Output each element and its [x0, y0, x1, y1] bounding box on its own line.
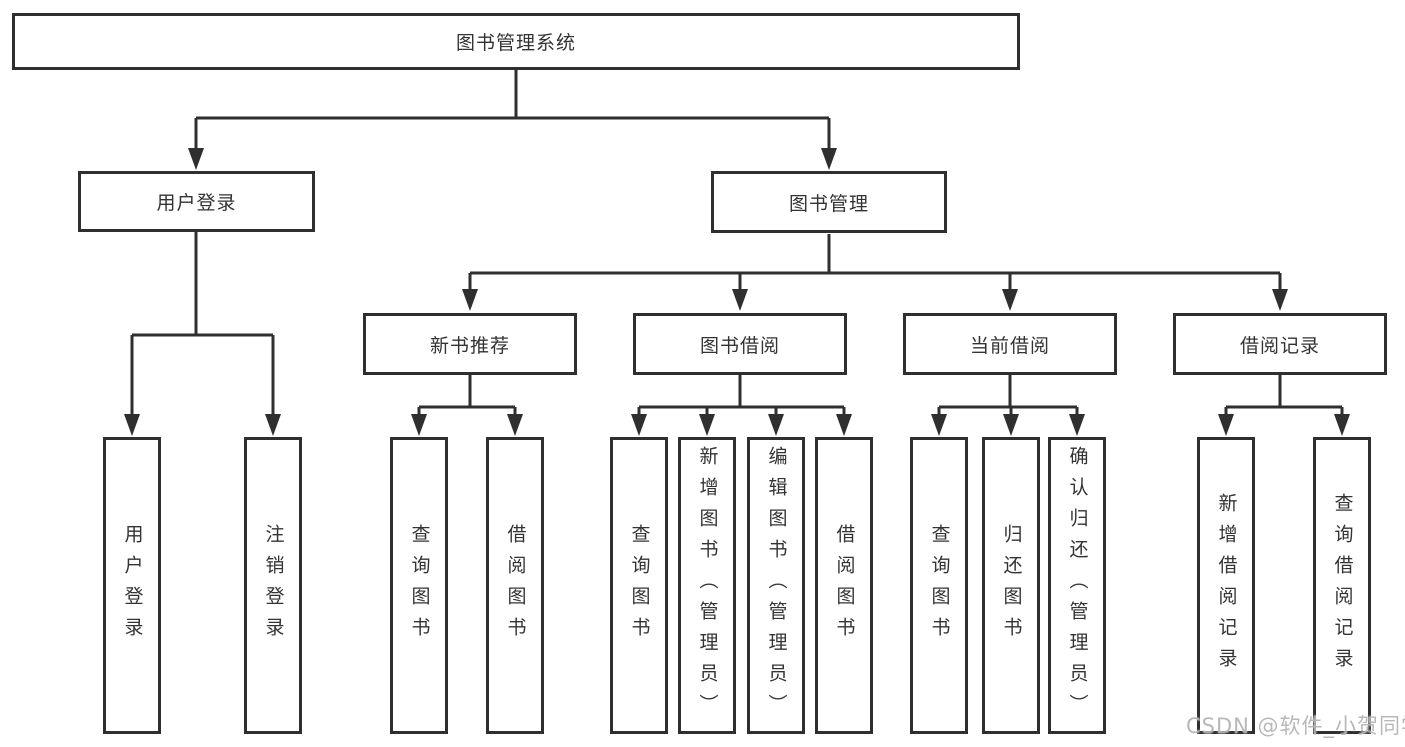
leaf-label: 确认归还（管理员） [1066, 446, 1089, 725]
leaf-newbooks-borrow-books: 借阅图书 [486, 437, 544, 734]
leaf-label: 编辑图书（管理员） [765, 446, 788, 725]
node-user-login: 用户登录 [78, 171, 315, 232]
node-borrowing-records: 借阅记录 [1173, 313, 1387, 375]
leaf-borrow-add-books-admin: 新增图书（管理员） [678, 437, 736, 734]
leaf-records-query-record: 查询借阅记录 [1313, 437, 1371, 734]
leaf-label: 新增图书（管理员） [696, 446, 719, 725]
leaf-user-login: 用户登录 [103, 437, 161, 734]
leaf-borrow-edit-books-admin: 编辑图书（管理员） [747, 437, 805, 734]
leaf-newbooks-query-books: 查询图书 [390, 437, 448, 734]
leaf-label: 注销登录 [262, 523, 285, 648]
leaf-label: 查询图书 [408, 523, 431, 648]
node-library-system: 图书管理系统 [12, 13, 1020, 70]
leaf-current-confirm-return-admin: 确认归还（管理员） [1048, 437, 1106, 734]
leaf-label: 归还图书 [1000, 523, 1023, 648]
leaf-label: 查询借阅记录 [1331, 492, 1354, 679]
leaf-records-add-record: 新增借阅记录 [1197, 437, 1255, 734]
leaf-logout: 注销登录 [244, 437, 302, 734]
leaf-borrow-query-books: 查询图书 [610, 437, 668, 734]
node-current-borrowing: 当前借阅 [903, 313, 1117, 375]
leaf-current-query-books: 查询图书 [910, 437, 968, 734]
leaf-borrow-borrow-books: 借阅图书 [815, 437, 873, 734]
leaf-label: 查询图书 [628, 523, 651, 648]
leaf-label: 查询图书 [928, 523, 951, 648]
watermark: CSDN @软件_小贺同学 [1186, 714, 1405, 738]
leaf-label: 借阅图书 [504, 523, 527, 648]
leaf-label: 新增借阅记录 [1215, 492, 1238, 679]
leaf-label: 用户登录 [121, 523, 144, 648]
node-new-book-recommend: 新书推荐 [363, 313, 577, 375]
leaf-current-return-books: 归还图书 [982, 437, 1040, 734]
node-book-management: 图书管理 [711, 171, 947, 233]
leaf-label: 借阅图书 [833, 523, 856, 648]
node-book-borrowing: 图书借阅 [633, 313, 847, 375]
